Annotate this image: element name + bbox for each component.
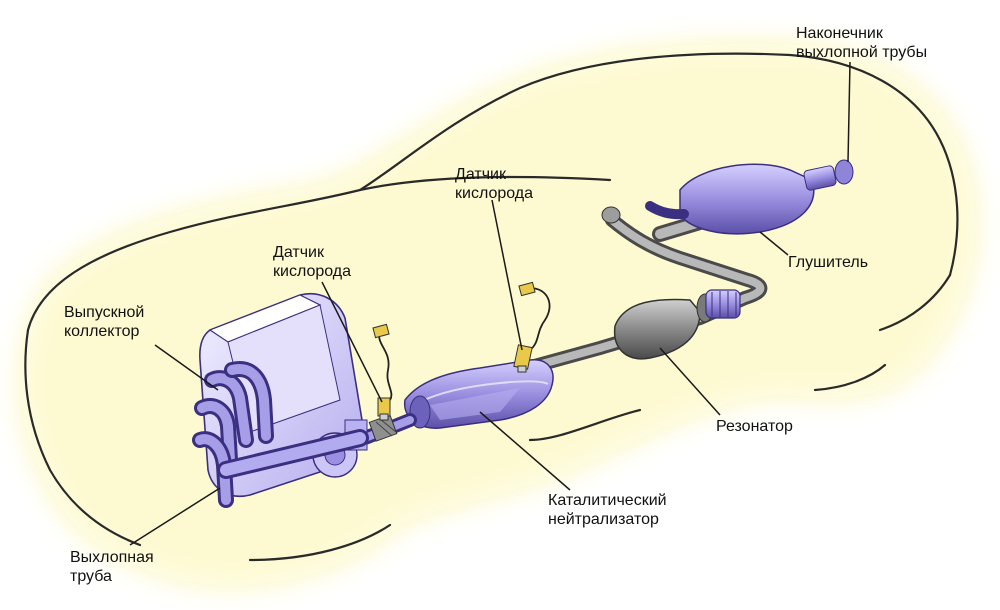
label-muffler-line1: Глушитель (788, 254, 869, 271)
leader-exhaust-manifold (154, 344, 219, 391)
rear-oxygen-sensor-body (513, 281, 551, 373)
label-catalytic-converter: Каталитический нейтрализатор (548, 491, 667, 529)
label-tailpipe-tip-line2: выхлопной трубы (796, 44, 928, 61)
exhaust-manifold-body (192, 361, 369, 508)
resonator-body (613, 289, 741, 360)
muffler-body (601, 159, 854, 235)
label-catalytic-converter-line2: нейтрализатор (548, 511, 659, 528)
front-oxygen-sensor-body (372, 323, 393, 421)
car-body-glow (21, 43, 976, 586)
leader-muffler (759, 231, 789, 256)
label-exhaust-manifold-line2: коллектор (64, 323, 140, 340)
leader-exhaust-pipe (129, 487, 221, 546)
label-exhaust-manifold: Выпускной коллектор (64, 303, 144, 341)
car-outline (24, 52, 959, 562)
label-muffler: Глушитель (788, 253, 868, 272)
label-exhaust-pipe-line1: Выхлопная (70, 549, 154, 566)
label-tailpipe-tip: Наконечник выхлопной трубы (796, 24, 927, 62)
leader-oxygen-sensor-rear (491, 199, 523, 351)
label-oxygen-sensor-rear-line2: кислорода (455, 185, 534, 202)
label-oxygen-sensor-front: Датчик кислорода (273, 243, 351, 281)
leader-resonator (659, 347, 721, 416)
catalytic-converter-body (404, 359, 554, 429)
label-oxygen-sensor-front-line1: Датчик (273, 244, 324, 261)
leader-catalytic-converter (479, 411, 571, 491)
leader-lines (129, 61, 851, 546)
label-exhaust-pipe: Выхлопная труба (70, 548, 154, 586)
leader-tailpipe-tip (847, 61, 851, 163)
label-resonator-line1: Резонатор (716, 418, 793, 435)
leader-oxygen-sensor-front (321, 281, 383, 403)
label-oxygen-sensor-rear-line1: Датчик (455, 166, 506, 183)
label-exhaust-manifold-line1: Выпускной (64, 304, 145, 321)
label-exhaust-pipe-line2: труба (70, 568, 112, 585)
label-oxygen-sensor-front-line2: кислорода (273, 263, 352, 280)
label-tailpipe-tip-line1: Наконечник (796, 25, 883, 42)
label-resonator: Резонатор (716, 417, 793, 436)
label-catalytic-converter-line1: Каталитический (548, 492, 667, 509)
label-oxygen-sensor-rear: Датчик кислорода (455, 165, 533, 203)
